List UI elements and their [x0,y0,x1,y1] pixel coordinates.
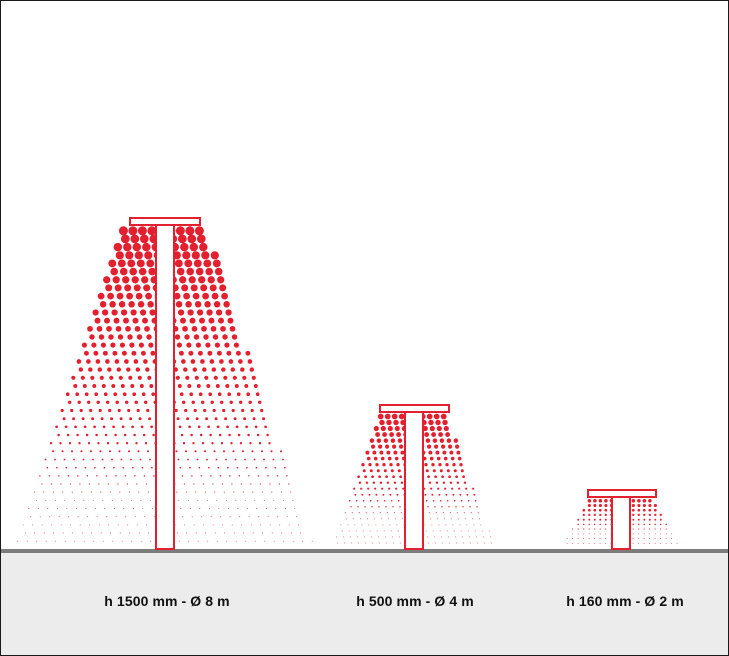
ground-line [1,549,728,553]
lamp-pole-medium [404,411,424,550]
lamp-caption-medium: h 500 mm - Ø 4 m [356,593,474,609]
lamp-short [566,489,678,550]
lamp-pole-tall [155,224,175,550]
light-cone-tall [17,226,313,542]
lamp-caption-tall: h 1500 mm - Ø 8 m [104,593,230,609]
lamp-head-medium [379,404,450,413]
lamp-head-tall [129,217,201,226]
ground-area [1,552,728,655]
lamp-tall [17,217,313,550]
lamp-caption-short: h 160 mm - Ø 2 m [566,593,684,609]
lamp-pole-short [611,496,631,550]
lamp-head-short [587,489,657,498]
lamp-medium [335,404,493,550]
